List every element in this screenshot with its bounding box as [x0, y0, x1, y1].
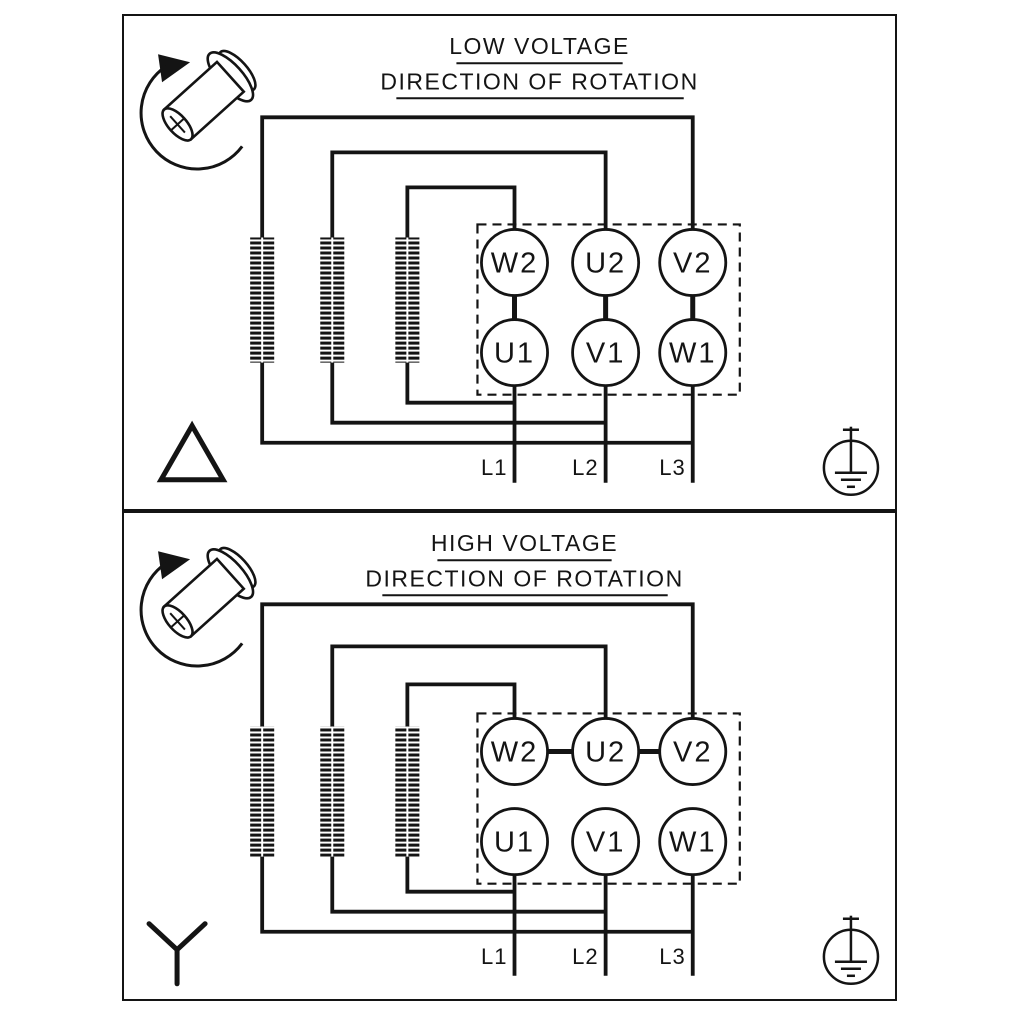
motor-windings — [250, 726, 420, 857]
motor-shaft — [161, 49, 257, 142]
terminal-W1 — [658, 807, 728, 877]
wire-coil3-to-W2 — [405, 682, 517, 727]
wire-coil1-to-W1 — [260, 856, 693, 934]
wire-coil3-to-U1 — [405, 362, 515, 405]
wire-coil3-to-W2 — [405, 185, 517, 238]
supply-line-label: L2 — [572, 944, 599, 969]
terminal-label: V2 — [673, 737, 713, 769]
supply-line-label: L3 — [659, 944, 686, 969]
wiring — [260, 115, 695, 483]
panel-subtitle: DIRECTION OF ROTATION — [365, 565, 683, 591]
terminal-label: V1 — [586, 338, 626, 370]
panel-title: LOW VOLTAGE — [449, 33, 630, 59]
wire-coil2-to-V1 — [330, 362, 606, 425]
terminal-label: V1 — [586, 827, 626, 859]
earth-ground-icon — [822, 426, 880, 497]
earth-ground-icon — [822, 915, 880, 986]
terminal-W1 — [658, 318, 728, 388]
terminal-label: W2 — [491, 737, 539, 769]
terminal-label: W1 — [669, 827, 717, 859]
rotation-arrow-head-icon — [158, 54, 191, 83]
wiring — [260, 602, 695, 976]
supply-line-label: L1 — [481, 944, 508, 969]
terminal-U2 — [571, 228, 641, 297]
terminal-U2 — [571, 717, 641, 786]
terminal-label: W2 — [491, 248, 539, 280]
terminal-U1 — [480, 318, 549, 388]
delta-connection-icon — [156, 420, 228, 483]
terminal-V2 — [658, 717, 728, 786]
high-voltage-panel: HIGH VOLTAGE DIRECTION OF ROTATION — [122, 511, 897, 1001]
terminal-label: U1 — [494, 827, 535, 859]
terminal-label: U2 — [585, 737, 626, 769]
terminal-V1 — [571, 807, 641, 877]
terminal-label: W1 — [669, 338, 717, 370]
motor-shaft — [161, 546, 257, 639]
rotation-arrow-head-icon — [158, 551, 191, 580]
wire-coil1-to-V2 — [260, 115, 695, 238]
delta-bridge-links — [512, 295, 696, 320]
terminal-board-outline — [476, 712, 741, 885]
terminal-V1 — [571, 318, 641, 388]
terminal-label: U1 — [494, 338, 535, 370]
supply-line-label: L3 — [659, 455, 686, 480]
wire-coil1-to-W1 — [260, 362, 693, 445]
terminal-board-outline — [476, 223, 741, 396]
terminal-V2 — [658, 228, 728, 297]
rotation-direction-motor-icon — [139, 546, 257, 668]
rotation-arrow-arc — [139, 64, 244, 171]
wire-coil3-to-U1 — [405, 856, 515, 894]
motor-windings — [250, 237, 420, 363]
wire-coil2-to-U2 — [330, 644, 608, 727]
rotation-arrow-arc — [139, 562, 244, 668]
terminal-W2 — [480, 228, 549, 297]
supply-line-labels: L1 L2 L3 — [481, 455, 686, 480]
terminals: W2 U2 V2 U1 V1 W1 — [480, 228, 728, 388]
supply-line-labels: L1 L2 L3 — [481, 944, 686, 969]
terminal-W2 — [480, 717, 549, 786]
panel-subtitle: DIRECTION OF ROTATION — [380, 68, 698, 94]
low-voltage-panel: LOW VOLTAGE DIRECTION OF ROTATION — [122, 14, 897, 511]
terminal-U1 — [480, 807, 549, 877]
rotation-direction-motor-icon — [139, 49, 257, 171]
supply-line-label: L1 — [481, 455, 508, 480]
terminal-label: U2 — [585, 248, 626, 280]
low-voltage-diagram: LOW VOLTAGE DIRECTION OF ROTATION — [139, 33, 880, 497]
panel-title: HIGH VOLTAGE — [431, 530, 618, 556]
star-connection-icon — [146, 921, 208, 987]
terminals: W2 U2 V2 U1 V1 W1 — [480, 717, 728, 877]
terminal-label: V2 — [673, 248, 713, 280]
high-voltage-diagram: HIGH VOLTAGE DIRECTION OF ROTATION — [139, 530, 880, 987]
supply-line-label: L2 — [572, 455, 599, 480]
wire-coil2-to-U2 — [330, 150, 608, 238]
wire-coil1-to-V2 — [260, 602, 695, 727]
